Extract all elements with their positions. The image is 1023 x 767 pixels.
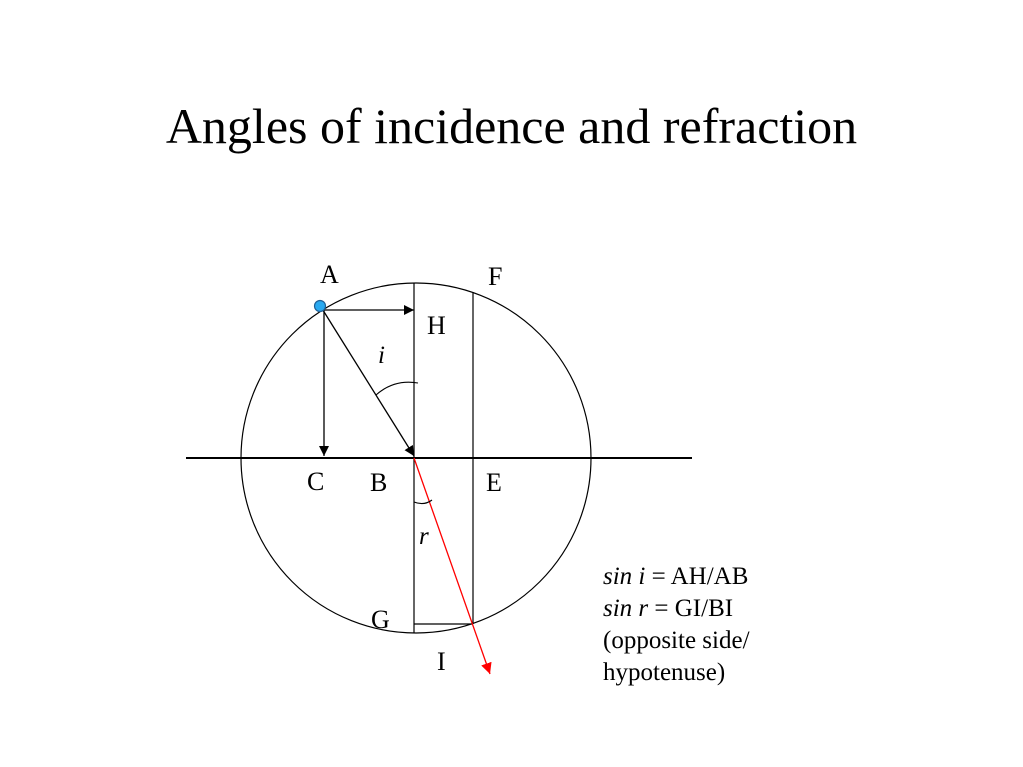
slide-title: Angles of incidence and refraction — [165, 98, 858, 154]
label-f: F — [488, 262, 502, 291]
label-b: B — [370, 468, 387, 497]
label-h: H — [427, 311, 446, 340]
label-g: G — [371, 605, 390, 634]
label-angle-i: i — [378, 342, 385, 369]
label-a: A — [320, 260, 339, 289]
formula-block: sin i = AH/AB sin r = GI/BI (opposite si… — [603, 561, 750, 689]
refracted-ray — [413, 457, 492, 675]
incident-ray — [320, 306, 415, 457]
label-angle-r: r — [419, 523, 429, 550]
formula-sin-r: sin r = GI/BI — [603, 595, 734, 622]
angle-arc-i — [375, 381, 419, 396]
angle-arc-r — [413, 499, 433, 505]
label-i: I — [437, 647, 446, 676]
label-e: E — [486, 468, 502, 497]
point-a-marker — [313, 299, 327, 313]
formula-note-line2: hypotenuse) — [603, 659, 726, 686]
formula-note-line1: (opposite side/ — [603, 627, 750, 654]
label-c: C — [307, 467, 324, 496]
formula-sin-i: sin i = AH/AB — [603, 563, 749, 590]
